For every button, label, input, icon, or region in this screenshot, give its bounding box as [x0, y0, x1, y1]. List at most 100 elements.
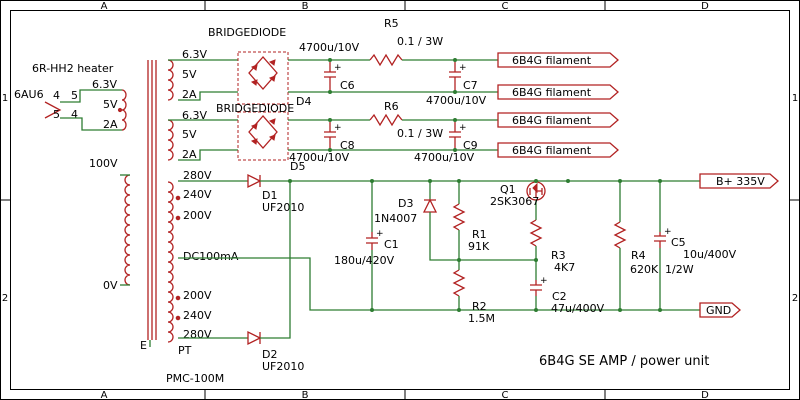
- d2-label: D2: [262, 348, 277, 361]
- pin-label-4b: 4: [71, 108, 78, 121]
- port-bplus-label: B+ 335V: [716, 175, 765, 188]
- bridge2-label: BRIDGEDIODE: [216, 102, 294, 115]
- hv-tap-240-top: 240V: [183, 188, 212, 201]
- q1-value: 2SK3067: [490, 195, 539, 208]
- sec1-tap-63: 6.3V: [182, 48, 207, 61]
- sec2-tap-5v: 5V: [182, 128, 197, 141]
- c5-label: C5: [671, 236, 686, 249]
- r4-label: R4: [631, 249, 646, 262]
- r6-label: R6: [384, 100, 399, 113]
- pt-name: PT: [178, 344, 192, 357]
- frame-col-d-top: D: [701, 1, 709, 12]
- c2-label: C2: [552, 290, 567, 303]
- r1-label: R1: [472, 228, 487, 241]
- port-fil3-label: 6B4G filament: [512, 114, 592, 127]
- port-fil2: [497, 84, 619, 100]
- r3-label: R3: [551, 249, 566, 262]
- heater-winding: [121, 89, 127, 131]
- r2-symbol: [452, 269, 466, 297]
- frame-mark: E: [140, 339, 147, 352]
- hv-supply: D1 UF2010 D2 UF2010 + C1 180u/420V 1N400…: [178, 173, 779, 373]
- frame-row-2-left: 2: [2, 293, 8, 304]
- heater-filament-symbol: [44, 101, 62, 119]
- frame-col-c-bottom: C: [502, 390, 509, 400]
- bridge1-label: BRIDGEDIODE: [208, 26, 286, 39]
- r3-symbol: [529, 219, 543, 247]
- port-gnd: [699, 302, 741, 318]
- c7-symbol: [449, 62, 461, 92]
- c2-value: 47u/400V: [551, 302, 605, 315]
- primary-winding: [124, 174, 131, 286]
- port-bplus: [699, 173, 779, 189]
- heater-wire-63: [60, 89, 122, 103]
- port-fil3: [497, 112, 619, 128]
- frame-col-a-bottom: A: [101, 390, 108, 400]
- r5-symbol: [369, 53, 403, 67]
- heater-rail-2: BRIDGEDIODE 4700u/10V D5 + C8 R6 0.1 / 3…: [168, 100, 619, 173]
- hv-tap-ct: DC100mA: [183, 250, 239, 263]
- hv-tap-280-bot: 280V: [183, 328, 212, 341]
- sec2-winding: [167, 119, 174, 161]
- d4-label: D4: [296, 95, 311, 108]
- hv-tap-280-top: 280V: [183, 169, 212, 182]
- d1-label: D1: [262, 189, 277, 202]
- hv-tap-200-bot: 200V: [183, 289, 212, 302]
- power-transformer: E PT PMC-100M 100V 0V 6.3V 5V 2A 6.3V 5V…: [89, 48, 239, 385]
- c5-symbol: [654, 232, 666, 248]
- d5-label: D5: [290, 160, 305, 173]
- r1-symbol: [452, 203, 466, 231]
- c9-symbol: [449, 122, 461, 150]
- heater-tap-5v: 5V: [103, 98, 118, 111]
- port-fil2-label: 6B4G filament: [512, 86, 592, 99]
- r6-symbol: [369, 113, 403, 127]
- svg-text:+: +: [540, 276, 548, 286]
- c9-value: 4700u/10V: [414, 151, 475, 164]
- svg-text:+: +: [376, 229, 384, 239]
- pin-label-5b: 5: [53, 108, 60, 121]
- r5-label: R5: [384, 17, 399, 30]
- sec1-winding: [167, 59, 174, 101]
- hv-winding: [167, 181, 174, 343]
- sec1-tap-2a: 2A: [182, 88, 197, 101]
- port-fil1: [497, 52, 619, 68]
- d1-value: UF2010: [262, 201, 304, 214]
- c6-value: 4700u/10V: [299, 41, 360, 54]
- r1-value: 91K: [468, 240, 490, 253]
- primary-tap-100v: 100V: [89, 157, 118, 170]
- r4-value: 620K: [630, 263, 659, 276]
- frame-row-2-right: 2: [792, 293, 798, 304]
- c7-value: 4700u/10V: [426, 94, 487, 107]
- frame-col-a-top: A: [101, 1, 108, 12]
- r5-value: 0.1 / 3W: [397, 35, 443, 48]
- svg-text:+: +: [664, 227, 672, 237]
- r6-value: 0.1 / 3W: [397, 127, 443, 140]
- heater-tap-2a: 2A: [103, 118, 118, 131]
- heater-wire-2a: [60, 117, 122, 131]
- heater-source: 6R-HH2 heater 6AU6 4 5 5 4 6.3V 5V 2A: [14, 62, 127, 131]
- c7-label: C7: [463, 79, 478, 92]
- r2-value: 1.5M: [468, 312, 495, 325]
- port-gnd-label: GND: [706, 304, 731, 317]
- port-fil4: [497, 142, 619, 158]
- sec1-tap-5v: 5V: [182, 68, 197, 81]
- pin-label-4a: 4: [53, 89, 60, 102]
- c8-symbol: [324, 122, 336, 150]
- tube-label: 6AU6: [14, 88, 44, 101]
- d3-label: D3: [398, 197, 413, 210]
- port-fil1-label: 6B4G filament: [512, 54, 592, 67]
- c8-label: C8: [340, 139, 355, 152]
- r2-label: R2: [472, 300, 487, 313]
- heater-tap-63: 6.3V: [92, 78, 117, 91]
- c1n4007-value: 1N4007: [374, 212, 417, 225]
- heater-label: 6R-HH2 heater: [32, 62, 114, 75]
- frame-col-b-bottom: B: [302, 390, 309, 400]
- port-fil4-label: 6B4G filament: [512, 144, 592, 157]
- svg-text:+: +: [459, 63, 467, 73]
- svg-text:+: +: [334, 63, 342, 73]
- pt-model: PMC-100M: [166, 372, 224, 385]
- c2-symbol: [530, 280, 542, 296]
- sec2-tap-2a: 2A: [182, 148, 197, 161]
- c6-label: C6: [340, 79, 355, 92]
- c1-value: 180u/420V: [334, 254, 395, 267]
